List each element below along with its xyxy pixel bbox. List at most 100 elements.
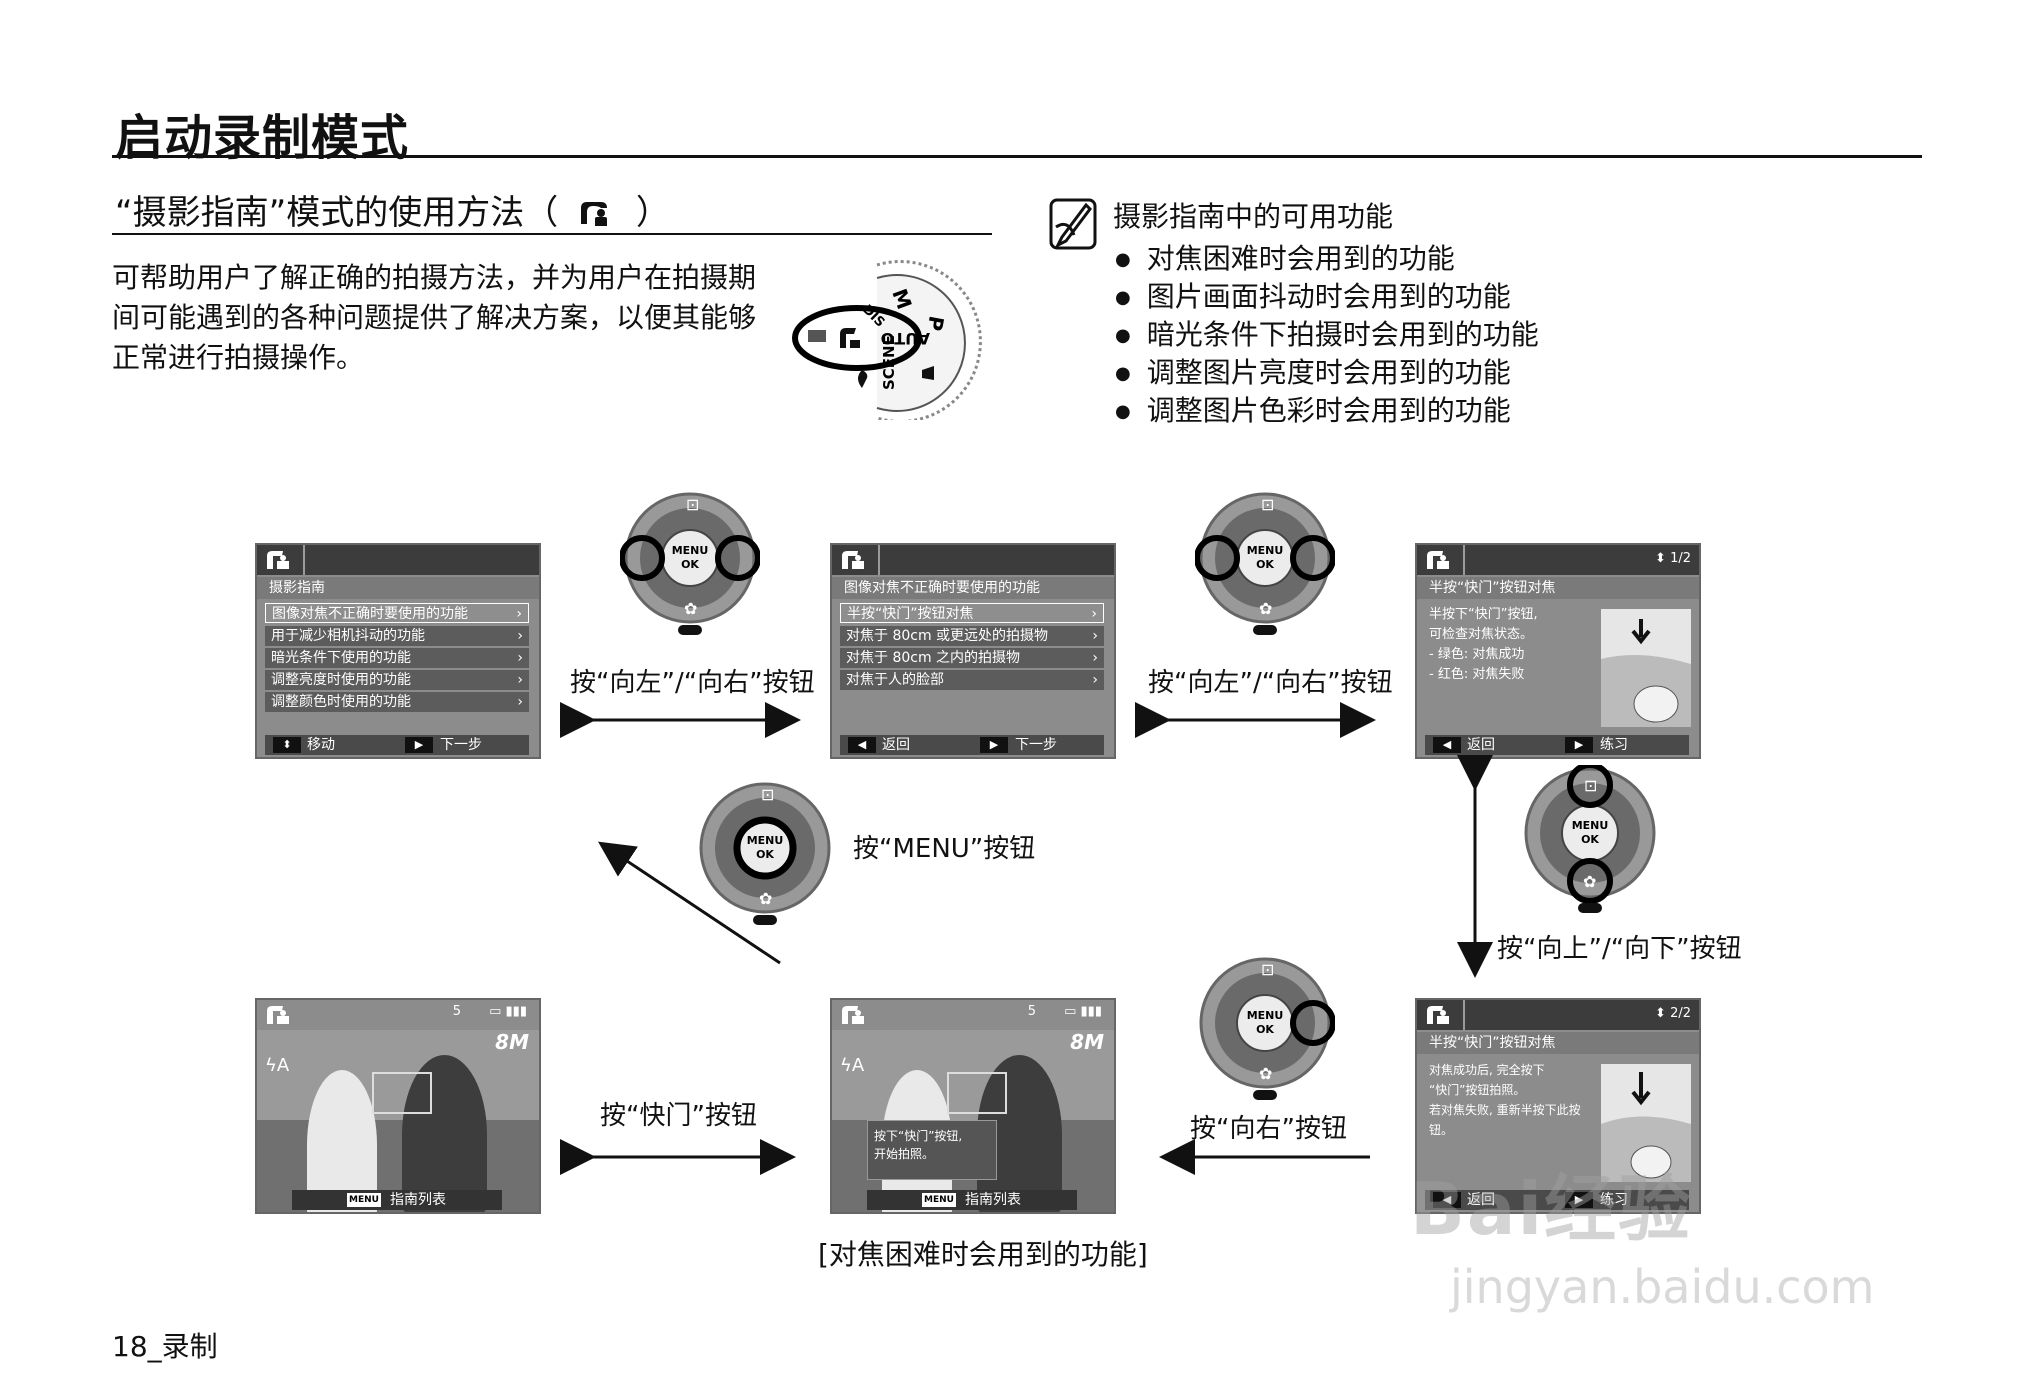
menu-row[interactable]: 对焦于人的脸部 <box>840 670 1104 690</box>
guide-line: 若对焦失败, 重新半按下此按钮。 <box>1429 1100 1604 1140</box>
updown-icon: ⬍ <box>1655 1006 1670 1021</box>
macro-icon: ✿ <box>1583 872 1596 891</box>
footer-left-label: 返回 <box>1467 735 1495 755</box>
menu-row[interactable]: 用于减少相机抖动的功能 <box>265 626 529 646</box>
guide-mode-icon <box>1425 549 1455 571</box>
step-label-menu: 按“MENU”按钮 <box>853 828 1035 865</box>
control-pad-left-right: MENU OK ⊡ ✿ <box>1195 490 1335 640</box>
page-footer: 18_录制 <box>112 1325 218 1365</box>
left-arrow-icon: ◀ <box>848 737 876 753</box>
guide-line: 对焦成功后, 完全按下 <box>1429 1060 1604 1080</box>
screen-footer: ⬍ 移动 ▶ 下一步 <box>265 735 529 755</box>
macro-icon: ✿ <box>759 889 772 908</box>
dial-portrait-icon <box>858 370 867 388</box>
shot-count: 5 <box>1028 1004 1036 1019</box>
step-label-up-down: 按“向上”/“向下”按钮 <box>1497 928 1742 965</box>
menu-bar-label: 指南列表 <box>965 1190 1021 1210</box>
step-label-shutter: 按“快门”按钮 <box>600 1095 757 1132</box>
updown-icon: ⬍ <box>1655 551 1670 566</box>
menu-bar: MENU 指南列表 <box>292 1190 502 1210</box>
pad-menu-label: MENU <box>1247 544 1284 557</box>
screen-footer: ◀ 返回 ▶ 下一步 <box>840 735 1104 755</box>
battery-icon: ▭ ▮▮▮ <box>1064 1004 1102 1019</box>
note-icon <box>1048 197 1098 251</box>
pad-menu-label: MENU <box>1572 819 1609 832</box>
mode-dial: M P AUTO SCENE DIS <box>782 260 982 420</box>
menu-row[interactable]: 图像对焦不正确时要使用的功能 <box>265 603 529 623</box>
guide-line: “快门”按钮拍照。 <box>1429 1080 1604 1100</box>
screen-header: 半按“快门”按钮对焦 <box>1417 577 1699 599</box>
guide-text: 半按下“快门”按钮, 可检查对焦状态。 - 绿色: 对焦成功 - 红色: 对焦失… <box>1429 605 1594 685</box>
guide-mode-icon <box>265 1004 295 1026</box>
guide-mode-icon <box>840 549 870 571</box>
page-indicator: 2/2 <box>1670 1006 1691 1021</box>
feature-item: 对焦困难时会用到的功能 <box>1115 240 1539 278</box>
play-pause-icon <box>1253 625 1277 635</box>
resolution-badge: 8M <box>1070 1030 1104 1054</box>
menu-bar-label: 指南列表 <box>390 1190 446 1210</box>
screen-header: 图像对焦不正确时要使用的功能 <box>832 577 1114 599</box>
title-rule <box>112 155 1922 158</box>
feature-item: 图片画面抖动时会用到的功能 <box>1115 278 1539 316</box>
shutter-press-illustration <box>1601 609 1691 727</box>
focus-frame <box>947 1072 1007 1114</box>
step-label-left-right: 按“向左”/“向右”按钮 <box>1148 662 1393 699</box>
section-title-end: ） <box>636 193 670 233</box>
control-pad-up-down: MENU OK ⊡ ✿ <box>1520 765 1660 915</box>
pad-menu-label: MENU <box>672 544 709 557</box>
dial-label-scene: SCENE <box>880 335 898 390</box>
section-rule <box>112 233 992 235</box>
menu-row[interactable]: 对焦于 80cm 之内的拍摄物 <box>840 648 1104 668</box>
pad-menu-label: MENU <box>1247 1009 1284 1022</box>
footer-right-label: 下一步 <box>440 735 482 755</box>
footer-right-label: 下一步 <box>1015 735 1057 755</box>
pad-ok-label: OK <box>681 558 699 571</box>
screen-header: 半按“快门”按钮对焦 <box>1417 1032 1699 1054</box>
menu-row[interactable]: 暗光条件下使用的功能 <box>265 648 529 668</box>
page-indicator: 1/2 <box>1670 551 1691 566</box>
flash-auto-icon: ϟA <box>840 1055 864 1076</box>
menu-row[interactable]: 调整亮度时使用的功能 <box>265 670 529 690</box>
play-pause-icon <box>678 625 702 635</box>
footer-left-label: 返回 <box>882 735 910 755</box>
menu-key-badge: MENU <box>922 1193 956 1207</box>
control-pad-menu: MENU OK ⊡ ✿ <box>695 780 835 930</box>
guide-mode-icon <box>840 1004 870 1026</box>
step-label-left-right: 按“向左”/“向右”按钮 <box>570 662 815 699</box>
focus-frame <box>372 1072 432 1114</box>
feature-list: 对焦困难时会用到的功能 图片画面抖动时会用到的功能 暗光条件下拍摄时会用到的功能… <box>1115 240 1539 430</box>
step-label-right: 按“向右”按钮 <box>1190 1108 1347 1145</box>
resolution-badge: 8M <box>495 1030 529 1054</box>
menu-row[interactable]: 半按“快门”按钮对焦 <box>840 603 1104 623</box>
play-pause-icon <box>1578 903 1602 913</box>
screen-focus-guide-1: ⬍ 1/2 半按“快门”按钮对焦 半按下“快门”按钮, 可检查对焦状态。 - 绿… <box>1415 543 1701 759</box>
play-pause-icon <box>1253 1090 1277 1100</box>
control-pad-right: MENU OK ⊡ ✿ <box>1195 955 1335 1105</box>
guide-mode-icon <box>265 549 295 571</box>
screen-practice: 5 ▭ ▮▮▮ 8M ϟA MENU 指南列表 <box>255 998 541 1214</box>
menu-row[interactable]: 调整颜色时使用的功能 <box>265 692 529 712</box>
left-arrow-icon: ◀ <box>1433 737 1461 753</box>
updown-icon: ⬍ <box>273 737 301 753</box>
menu-row[interactable]: 对焦于 80cm 或更远处的拍摄物 <box>840 626 1104 646</box>
guide-mode-icon <box>1425 1004 1455 1026</box>
screen-header: 摄影指南 <box>257 577 539 599</box>
figure-caption: [对焦困难时会用到的功能] <box>818 1233 1148 1273</box>
tip-line: 开始拍照。 <box>874 1145 990 1163</box>
display-icon: ⊡ <box>1584 776 1597 795</box>
feature-item: 暗光条件下拍摄时会用到的功能 <box>1115 316 1539 354</box>
guide-text: 对焦成功后, 完全按下 “快门”按钮拍照。 若对焦失败, 重新半按下此按钮。 <box>1429 1060 1604 1140</box>
intro-paragraph: 可帮助用户了解正确的拍摄方法，并为用户在拍摄期间可能遇到的各种问题提供了解决方案… <box>112 258 772 378</box>
feature-item: 调整图片色彩时会用到的功能 <box>1115 392 1539 430</box>
screen-focus-menu: 图像对焦不正确时要使用的功能 半按“快门”按钮对焦 对焦于 80cm 或更远处的… <box>830 543 1116 759</box>
control-pad-left-right: MENU OK ⊡ ✿ <box>620 490 760 640</box>
section-title: “摄影指南”模式的使用方法（ ） <box>115 185 670 234</box>
pad-ok-label: OK <box>1256 558 1274 571</box>
guide-line: - 绿色: 对焦成功 <box>1429 645 1594 665</box>
preview-photo <box>257 1030 539 1212</box>
guide-line: 可检查对焦状态。 <box>1429 625 1594 645</box>
right-arrow-icon: ▶ <box>1565 737 1593 753</box>
section-title-text: “摄影指南”模式的使用方法（ <box>115 193 558 233</box>
macro-icon: ✿ <box>1259 599 1272 618</box>
display-icon: ⊡ <box>686 495 699 514</box>
